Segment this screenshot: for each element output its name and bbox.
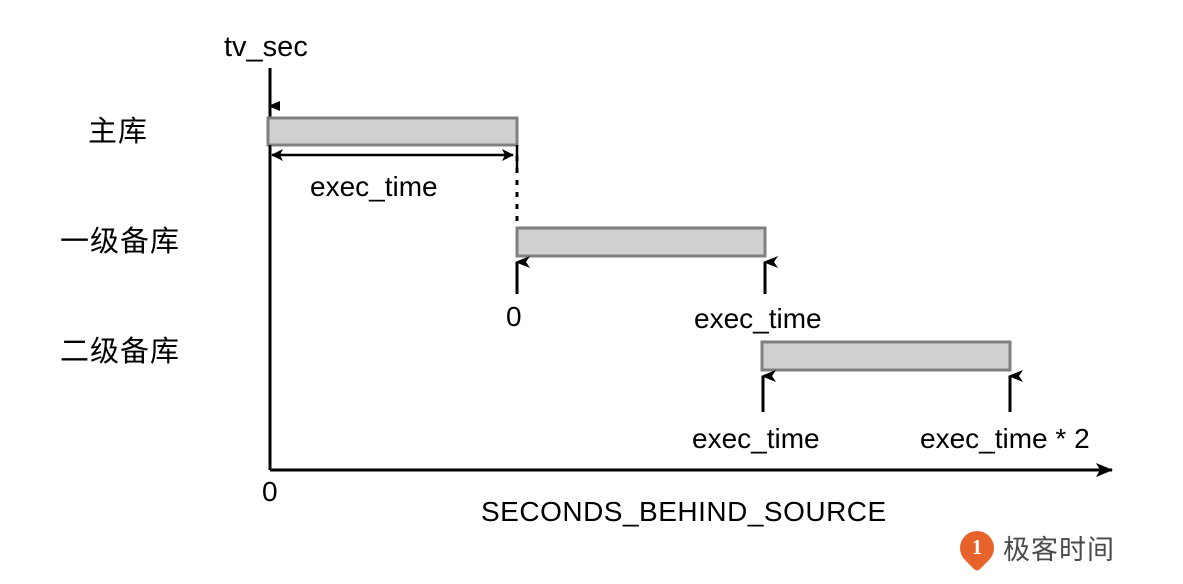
- replica-1-end-label: exec_time: [694, 303, 822, 334]
- axis-origin-label: 0: [262, 476, 278, 507]
- watermark-brand-text: 极客时间: [1003, 535, 1115, 566]
- x-axis-title: SECONDS_BEHIND_SOURCE: [481, 496, 887, 527]
- logo-glyph: 1: [971, 535, 983, 559]
- replica-2-end-label: exec_time * 2: [920, 423, 1090, 454]
- replica-1-start-label: 0: [506, 301, 522, 332]
- bar-replica-2: [760, 340, 1012, 372]
- tv-sec-label: tv_sec: [224, 31, 308, 63]
- bar-replica-1: [515, 226, 767, 258]
- watermark: 1 极客时间: [952, 523, 1115, 572]
- primary-exec-time-label: exec_time: [310, 171, 438, 202]
- geektime-logo-icon: 1: [952, 523, 1002, 572]
- replica-2-start-label: exec_time: [692, 423, 820, 454]
- row-label-replica-1: 一级备库: [60, 226, 181, 258]
- row-label-primary: 主库: [88, 116, 149, 148]
- row-label-replica-2: 二级备库: [60, 336, 181, 368]
- bar-primary: [266, 116, 519, 147]
